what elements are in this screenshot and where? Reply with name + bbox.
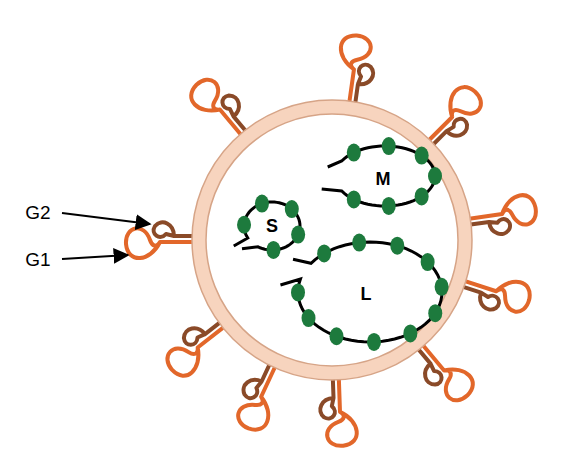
nucleoprotein: [435, 278, 449, 296]
nucleoprotein: [347, 190, 361, 208]
segment-label: M: [376, 170, 391, 188]
rna-strand: [322, 146, 435, 206]
envelope: [192, 100, 472, 380]
lipid-envelope: [192, 100, 472, 380]
g1-loop: [333, 33, 373, 110]
nucleoprotein: [291, 226, 305, 244]
glycoprotein-spike: [319, 371, 357, 446]
nucleoprotein: [330, 327, 344, 345]
nucleoprotein: [237, 216, 251, 234]
nucleoprotein: [317, 244, 331, 262]
nucleoprotein: [421, 253, 435, 271]
nucleoprotein: [285, 200, 299, 218]
nucleoprotein: [415, 147, 429, 165]
nucleoprotein: [415, 187, 429, 205]
g1-loop: [325, 371, 357, 446]
nucleoprotein: [382, 137, 396, 155]
protein-label: G1: [25, 250, 50, 269]
nucleoprotein: [291, 283, 305, 301]
leader-line: [62, 213, 150, 224]
nucleoprotein: [403, 324, 417, 342]
protein-label: G2: [25, 203, 50, 222]
rna-strand: [280, 242, 442, 342]
nucleoprotein: [347, 144, 361, 162]
nucleoprotein: [382, 197, 396, 215]
nucleoprotein: [255, 195, 269, 213]
nucleoprotein: [428, 304, 442, 322]
segment-label: L: [361, 285, 372, 303]
leader-line: [62, 255, 128, 259]
segment-label: S: [266, 217, 278, 235]
g1-loop: [126, 228, 200, 258]
nucleoprotein: [428, 167, 442, 185]
glycoprotein-spike: [126, 222, 200, 258]
rna-segments: [234, 137, 449, 351]
nucleoprotein: [390, 237, 404, 255]
spikes: [126, 33, 539, 446]
nucleoprotein: [352, 234, 366, 252]
nucleoprotein: [266, 241, 280, 259]
nucleoprotein: [367, 333, 381, 351]
nucleoprotein: [302, 309, 316, 327]
envelope-inner: [206, 114, 458, 366]
